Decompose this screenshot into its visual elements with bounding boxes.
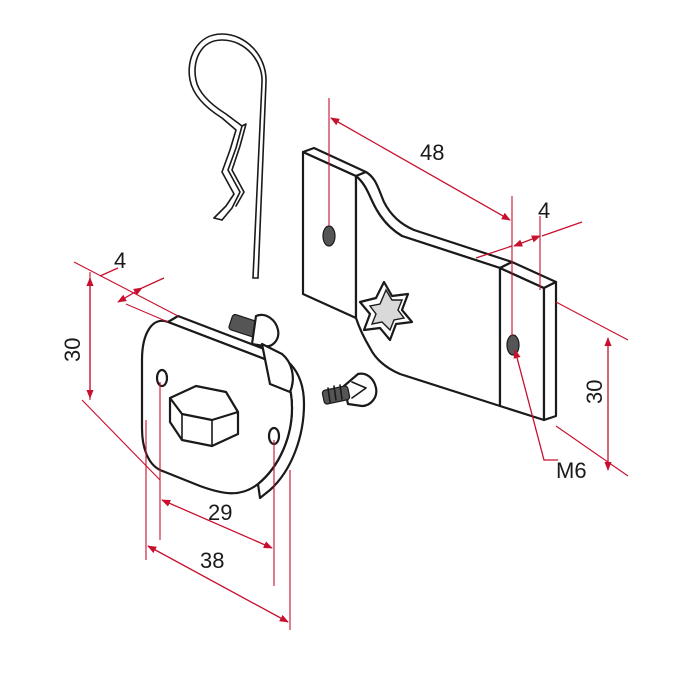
plate-width-label: 38 <box>200 548 224 573</box>
star-hole-icon <box>358 280 414 342</box>
bracket-height-label: 30 <box>582 380 607 404</box>
plate-height-label: 30 <box>60 338 85 362</box>
plate-hole-spacing-label: 29 <box>208 500 232 525</box>
plate-hole-left <box>155 368 169 388</box>
threaded-hole-left <box>322 225 336 247</box>
thread-size-label: M6 <box>556 458 587 483</box>
z-bracket <box>301 146 558 422</box>
hair-pin-clip <box>188 33 267 279</box>
threaded-hole-right <box>506 334 520 356</box>
bracket-hole-spacing-label: 48 <box>420 140 444 165</box>
motor-plate <box>140 313 306 500</box>
plate-dimensions: 4 30 29 38 <box>60 248 291 630</box>
bracket-dimensions: 48 4 30 M6 <box>328 98 629 483</box>
countersunk-screw-right <box>321 372 378 408</box>
countersunk-screw-left <box>228 313 294 394</box>
square-drive-hub-icon <box>168 384 240 448</box>
plate-thickness-label: 4 <box>114 248 126 273</box>
bracket-thickness-label: 4 <box>538 198 550 223</box>
